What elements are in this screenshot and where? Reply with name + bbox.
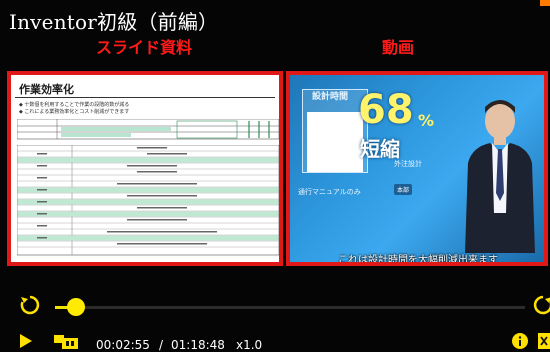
play-icon[interactable]: [19, 334, 33, 348]
slide-heading: 作業効率化: [19, 83, 74, 96]
caption-toggle-icon[interactable]: [54, 333, 78, 349]
slide-bullet: ◆ 十数個を利用することで作業の段階的数が減る: [19, 102, 130, 108]
video-percentage: 68: [358, 87, 414, 133]
progress-fill: [55, 306, 73, 309]
time-separator: /: [159, 338, 164, 352]
video-screen-graphic: [302, 89, 368, 173]
video-chip: 本部: [394, 184, 413, 195]
video-shortened-label: 短縮: [360, 137, 400, 161]
video-percent-sign: %: [418, 111, 435, 130]
video-screen-bar: [307, 112, 363, 172]
video-label-design-time: 設計時間: [312, 92, 349, 102]
slide-table: [17, 145, 279, 256]
slide-panel[interactable]: 作業効率化 ◆ 十数個を利用することで作業の段階的数が減る ◆ これによる業務効…: [7, 71, 283, 266]
annotation-slide-materials: スライド資料: [96, 38, 193, 57]
info-icon[interactable]: [512, 333, 528, 349]
time-total: 01:18:48: [171, 338, 225, 352]
slide-divider: [15, 97, 275, 98]
video-subtitle: これは設計時間を大幅削減出来ます: [338, 255, 498, 266]
replay-back-icon[interactable]: [20, 295, 40, 315]
close-icon[interactable]: [538, 333, 550, 349]
slide-bullet: ◆ これによる業務効率化とコスト削減ができます: [19, 109, 130, 115]
progress-track[interactable]: [55, 306, 525, 309]
video-label-manual: 通行マニュアルのみ: [298, 188, 361, 196]
video-label-outsourced: 外注設計: [394, 160, 422, 168]
progress-thumb[interactable]: [67, 298, 85, 316]
presenter-figure: [465, 100, 535, 253]
corner-marker: [540, 0, 550, 6]
replay-forward-icon[interactable]: [533, 295, 550, 315]
video-panel[interactable]: 設計時間 68 % 短縮 外注設計 通行マニュアルのみ 本部 これは設計時間を大…: [286, 71, 548, 266]
playback-speed[interactable]: x1.0: [236, 338, 263, 352]
video-title: Inventor初級（前編）: [9, 10, 219, 34]
slide-gantt-chart: [17, 119, 279, 140]
annotation-video: 動画: [382, 38, 415, 57]
time-current: 00:02:55: [96, 338, 150, 352]
